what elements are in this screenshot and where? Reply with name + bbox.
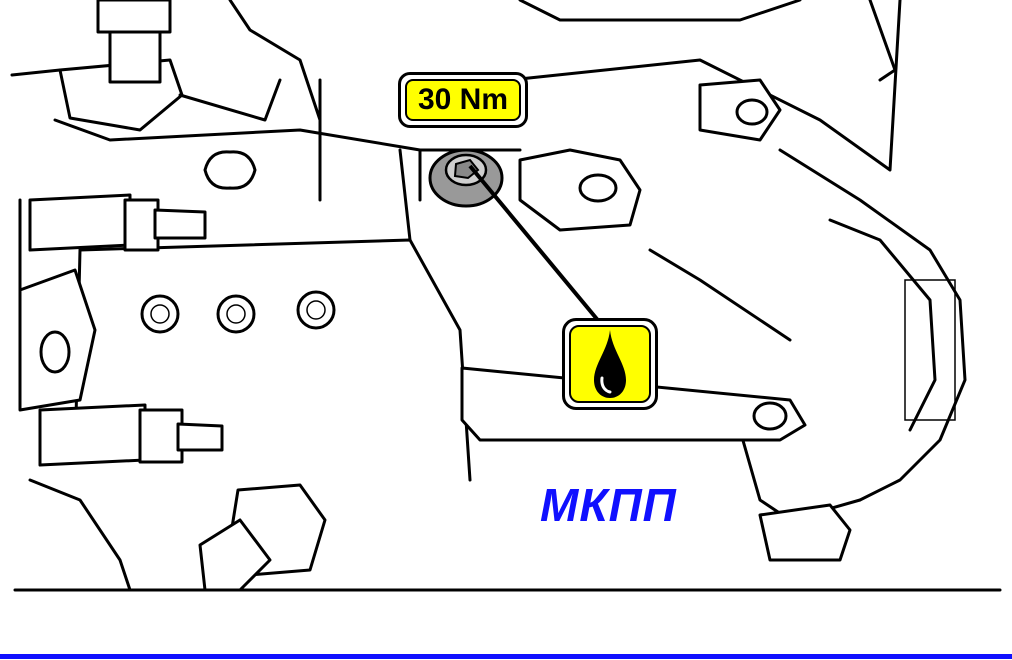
- oil-callout: [562, 318, 658, 410]
- bottom-rule: [0, 654, 1012, 659]
- gearbox-label: МКПП: [540, 479, 677, 531]
- oil-drop-icon: [594, 330, 626, 398]
- upper-bracket: [10, 0, 322, 132]
- small-tab: [758, 503, 852, 562]
- torque-value: 30 Nm: [405, 79, 521, 121]
- oval-cover: [203, 150, 257, 190]
- leader-line: [468, 164, 608, 332]
- mounting-ear: [518, 78, 782, 232]
- upper-stud: [28, 193, 207, 252]
- lower-sensor: [198, 483, 327, 592]
- fill-plug: [428, 148, 504, 208]
- lower-edge: [28, 478, 132, 592]
- lower-stud: [38, 403, 224, 467]
- torque-callout: 30 Nm: [398, 72, 528, 128]
- bolt-row: [140, 290, 336, 334]
- left-flange: [18, 268, 97, 412]
